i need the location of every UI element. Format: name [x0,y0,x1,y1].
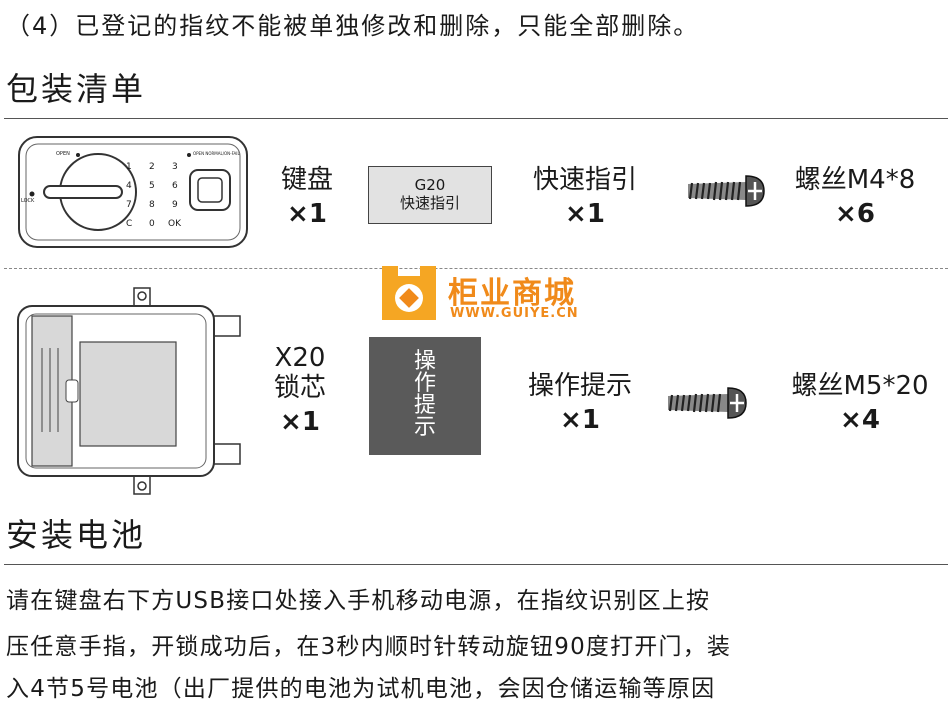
packing-heading-rule [4,118,948,119]
lock-body-illustration [16,286,248,496]
keypad-key: 6 [172,181,178,191]
screw-m5-icon [664,382,750,428]
keypad-key: 3 [172,162,178,172]
fingerprint-note: （4）已登记的指纹不能被单独修改和删除，只能全部删除。 [6,12,700,40]
watermark-logo-icon [378,262,440,328]
keypad-key: 5 [149,181,155,191]
item-screw-m4-name: 螺丝M4*8 [794,165,916,195]
operation-tips-card-char: 作 [413,371,436,396]
keypad-key: 7 [126,200,132,210]
quick-guide-card: G20 快速指引 [368,166,492,224]
item-quick-guide-qty: ×1 [565,199,605,229]
item-screw-m5-qty: ×4 [840,405,880,435]
keypad-key: 9 [172,200,178,210]
battery-instruction-line: 压任意手指，开锁成功后，在3秒内顺时针转动旋钮90度打开门，装 [6,634,732,660]
screw-m4-icon [684,170,768,216]
operation-tips-card-char: 提 [413,393,436,418]
battery-instruction-line: 入4节5号电池（出厂提供的电池为试机电池，会因仓储运输等原因 [6,676,716,702]
keypad-key: 4 [126,181,132,191]
item-screw-m5-name: 螺丝M5*20 [791,371,929,401]
packing-list-heading: 包装清单 [6,70,147,108]
watermark-title: 柜业商城 [448,276,576,311]
watermark-url: WWW.GUIYE.CN [450,306,579,321]
item-screw-m4-qty: ×6 [835,199,875,229]
keypad-key: 2 [149,162,155,172]
item-keypad-name: 键盘 [280,165,333,195]
operation-tips-card-char: 示 [413,415,436,440]
battery-instruction-line: 请在键盘右下方USB接口处接入手机移动电源，在指纹识别区上按 [6,588,711,614]
item-lock-cylinder-model: X20 [274,343,326,373]
item-operation-tips-qty: ×1 [560,405,600,435]
keypad-lock-label: LOCK [21,198,35,204]
quick-guide-card-title: 快速指引 [399,194,460,212]
quick-guide-card-model: G20 [414,176,446,194]
keypad-key: C [126,219,133,229]
item-lock-cylinder-name: 锁芯 [273,373,326,403]
battery-heading-rule [4,564,948,565]
row-divider [4,268,948,269]
keypad-key: 1 [126,162,132,172]
keypad-mode-label: OPEN NORMAL/ON-FAIL [193,151,240,156]
item-keypad-qty: ×1 [287,199,327,229]
operation-tips-card-char: 操 [413,349,436,374]
item-operation-tips-name: 操作提示 [527,371,632,401]
keypad-open-label: OPEN [56,151,70,157]
operation-tips-card: 操 作 提 示 [369,337,481,455]
keypad-illustration: OPEN LOCK OPEN NORMAL/ON-FAIL 1 2 3 4 5 … [18,136,248,248]
install-battery-heading: 安装电池 [6,516,147,554]
item-lock-cylinder-qty: ×1 [280,407,320,437]
keypad-key: 0 [149,219,155,229]
keypad-key: 8 [149,200,155,210]
keypad-key: OK [168,219,181,229]
item-quick-guide-name: 快速指引 [532,165,637,195]
